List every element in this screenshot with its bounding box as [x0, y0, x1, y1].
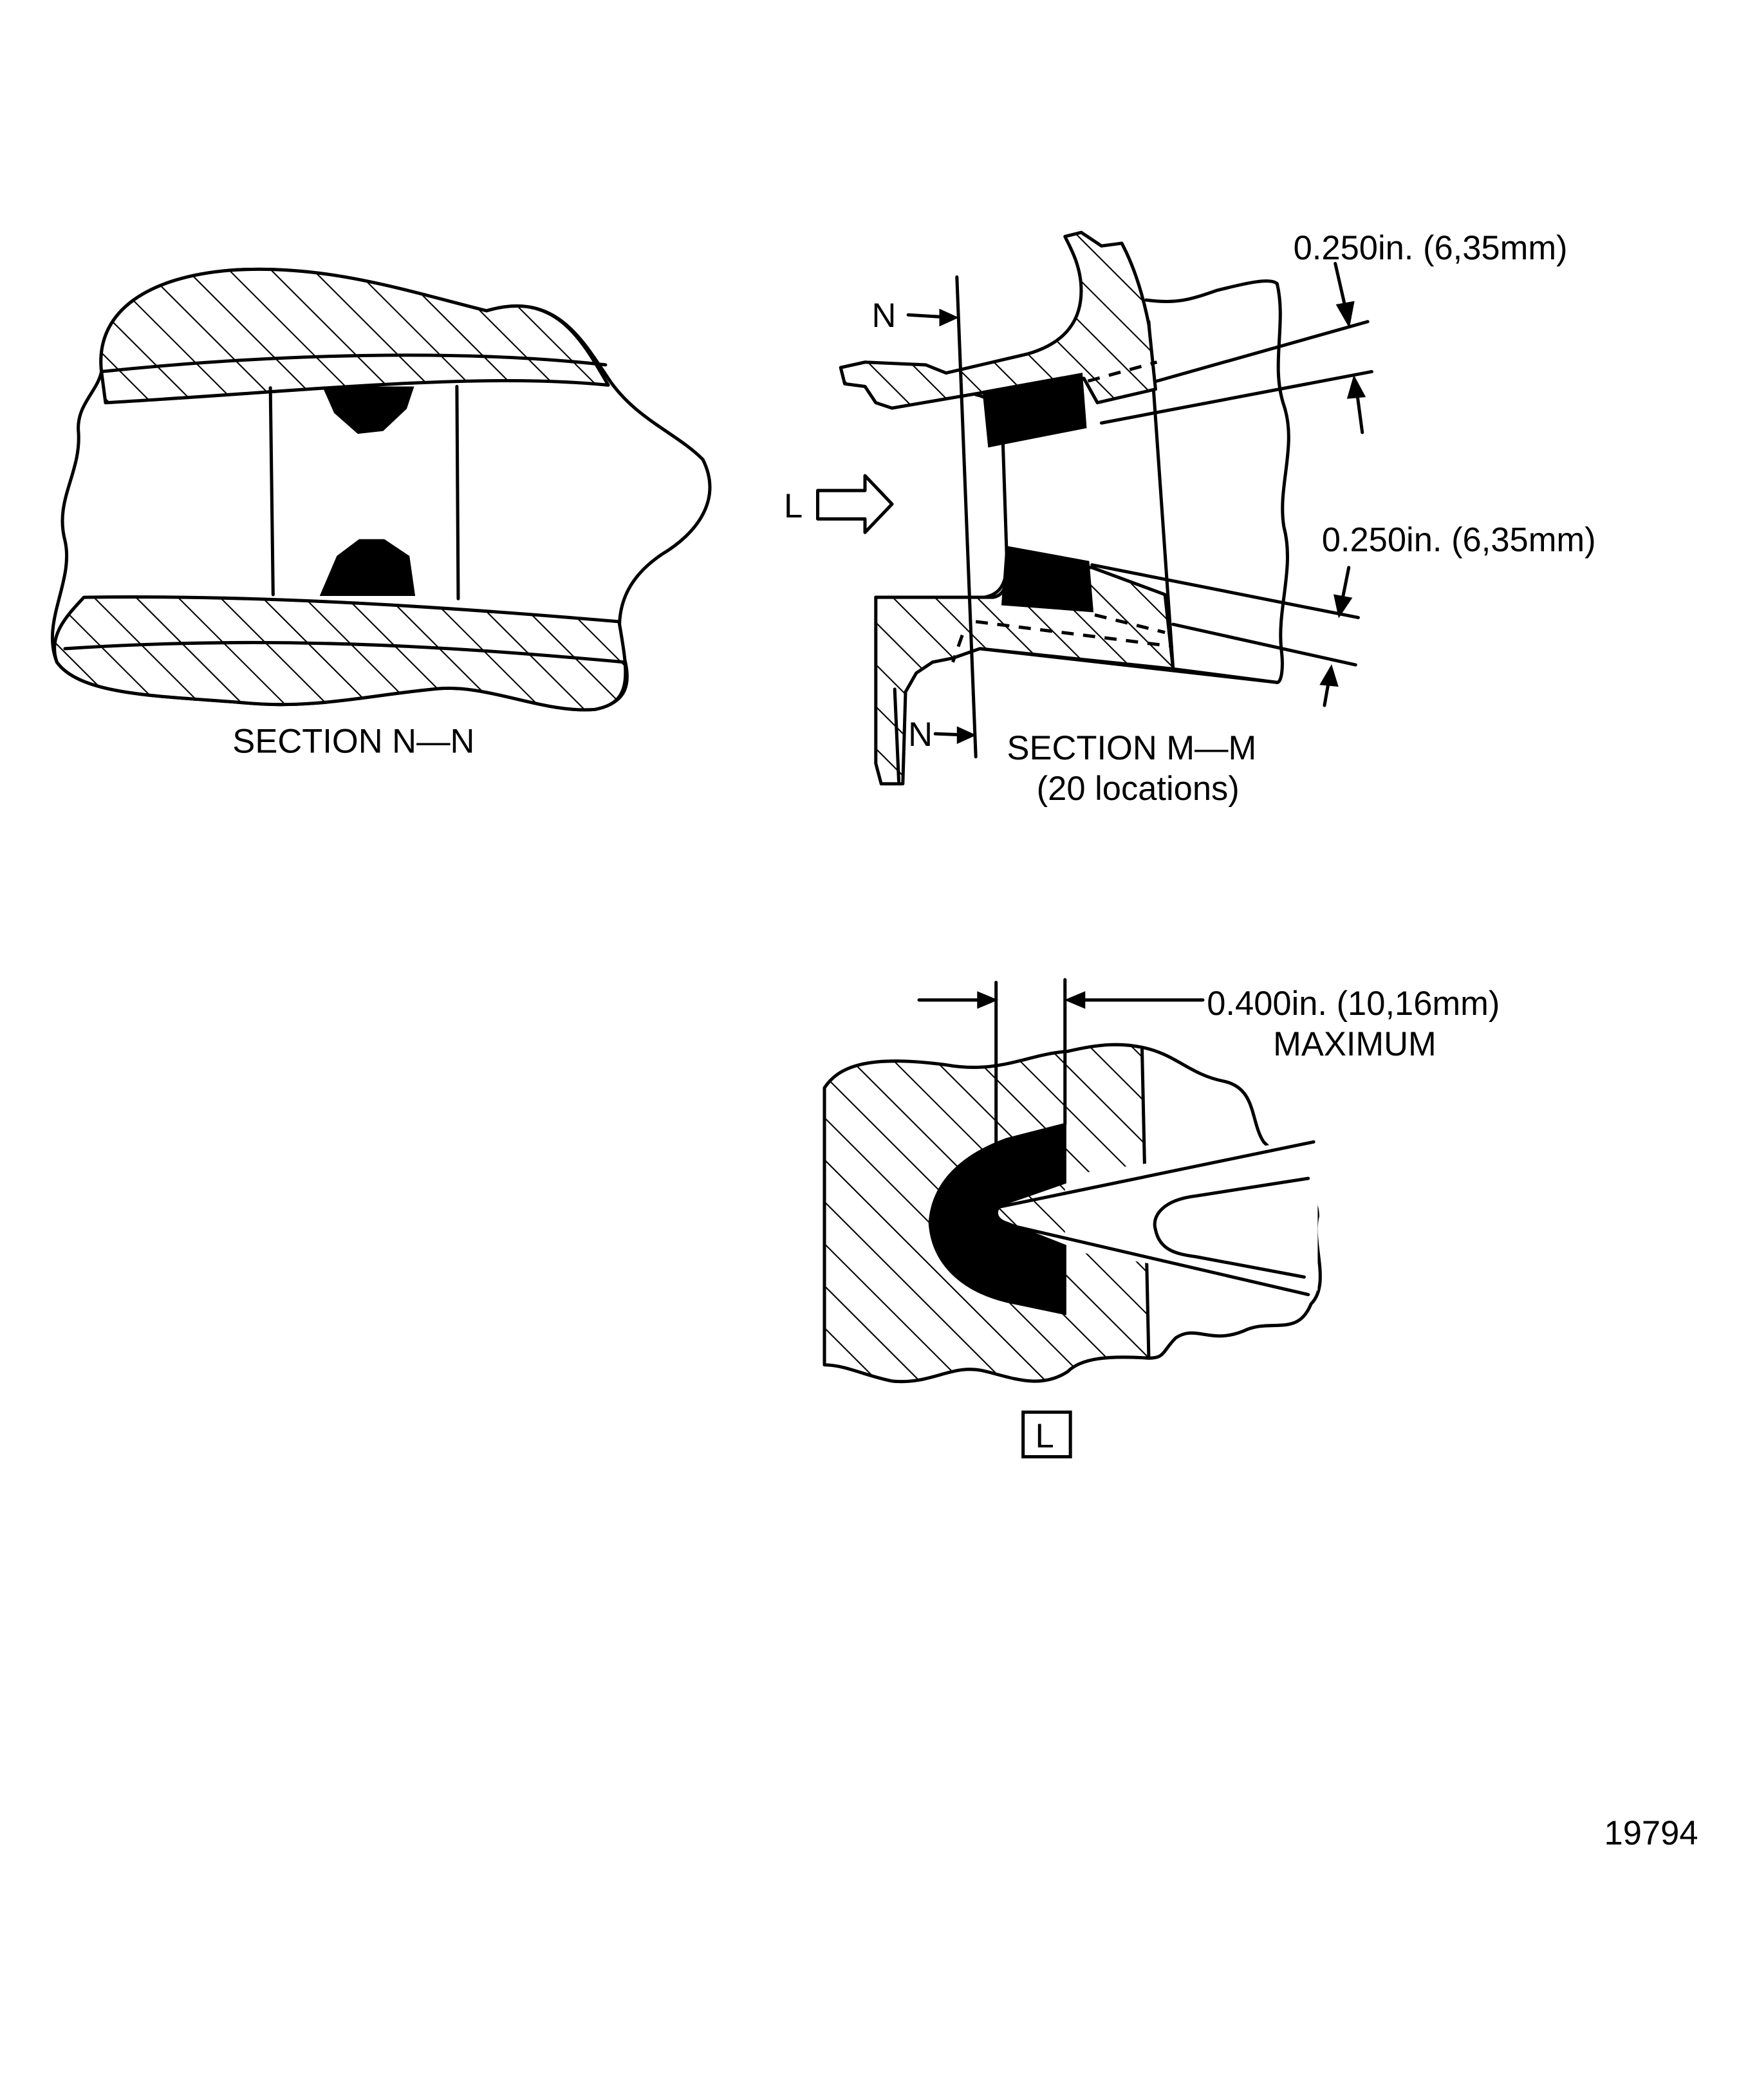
dimension-bottom-label: 0.250in. (6,35mm) [1322, 521, 1596, 559]
dimension-arrow [1355, 390, 1364, 434]
arrowhead [977, 991, 999, 1009]
lower-band [63, 640, 626, 664]
hidden-line-bottom-3 [951, 635, 964, 663]
arrowhead [939, 308, 959, 327]
extension-line [1155, 320, 1370, 383]
spoke-edge-top [998, 1140, 1315, 1209]
seal-c-section [928, 1122, 1066, 1315]
upper-band [100, 353, 608, 373]
detail-l: 0.400in. (10,16mm) MAXIMUM L [823, 978, 1500, 1459]
view-label-box [1021, 1410, 1072, 1459]
section-m-m-title: SECTION M—M [1007, 729, 1256, 767]
upper-wall-hatch [99, 267, 610, 405]
view-arrow-icon [815, 474, 894, 534]
section-m-m: N N L 0.250in. (6,35mm) 0.250in. (6,35mm… [784, 229, 1596, 808]
section-n-n-title: SECTION N—N [232, 723, 474, 761]
arrowhead [1335, 301, 1355, 328]
section-n-n: SECTION N—N [50, 267, 712, 761]
hidden-line-top [1087, 360, 1158, 383]
rim-outline [1144, 279, 1290, 684]
extension-line [1090, 563, 1360, 620]
section-m-m-subtitle: (20 locations) [1037, 770, 1240, 808]
hidden-line-bottom-2 [975, 620, 1169, 648]
cut-label-top: N [872, 297, 897, 335]
arrowhead [1346, 375, 1366, 399]
figure-number: 19794 [1604, 1814, 1698, 1852]
divider-left [268, 386, 275, 597]
dimension-top-label: 0.250in. (6,35mm) [1294, 229, 1568, 267]
bottom-plate-edge [978, 647, 1279, 684]
arrowhead [1334, 594, 1353, 618]
detail-dimension-label: 0.400in. (10,16mm) [1207, 985, 1500, 1023]
detail-dimension-note: MAXIMUM [1273, 1025, 1436, 1063]
divider-right [455, 385, 460, 600]
cut-label-bottom: N [908, 716, 933, 754]
lower-wall-hatch [53, 595, 628, 712]
cut-line-n [955, 275, 978, 759]
extension-line [1171, 622, 1357, 667]
spoke-edge-bottom [998, 1221, 1310, 1297]
seal-bottom [1001, 545, 1094, 613]
upper-hub-hatch [839, 230, 1157, 410]
seal-top [982, 373, 1087, 448]
seal-bottom [319, 539, 416, 596]
extension-line [1099, 369, 1373, 425]
seal-top [322, 386, 414, 434]
arrowhead [1064, 991, 1086, 1009]
view-arrow-label: L [784, 487, 803, 525]
arrowhead [956, 726, 977, 745]
view-label: L [1036, 1417, 1054, 1455]
dimension-arrow [1323, 680, 1330, 707]
dimension-arrow [1340, 566, 1351, 603]
hidden-line-bottom-1 [1094, 613, 1166, 635]
flange-inner-edge [893, 687, 901, 783]
arrowhead [1319, 664, 1339, 687]
spoke-slot [1153, 1176, 1310, 1279]
